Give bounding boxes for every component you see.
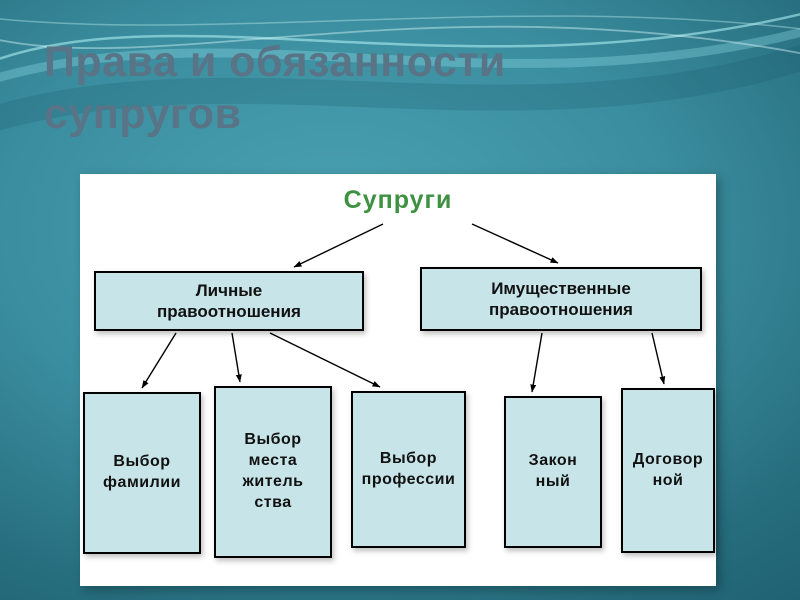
arrow-personal-to-surname	[141, 332, 177, 389]
diagram-panel: Супруги Личные правоотношения Имуществен…	[80, 174, 716, 586]
arrow-root-to-personal	[293, 223, 384, 268]
node-residence-choice: Выбор места житель ства	[214, 386, 332, 558]
slide-title: Права и обязанности супругов	[44, 38, 506, 139]
node-contract-regime: Договор ной	[621, 388, 715, 553]
arrow-personal-to-profession	[269, 332, 381, 388]
arrow-property-to-legal	[530, 332, 543, 393]
node-property-relations: Имущественные правоотношения	[420, 267, 702, 331]
diagram-root-label: Супруги	[343, 186, 453, 214]
arrow-root-to-property	[471, 223, 559, 264]
arrow-personal-to-residence	[231, 332, 242, 383]
node-personal-relations: Личные правоотношения	[94, 271, 364, 331]
node-surname-choice: Выбор фамилии	[83, 392, 201, 554]
node-profession-choice: Выбор профессии	[351, 391, 466, 548]
arrow-property-to-contract	[651, 332, 666, 385]
node-legal-regime: Закон ный	[504, 396, 602, 548]
